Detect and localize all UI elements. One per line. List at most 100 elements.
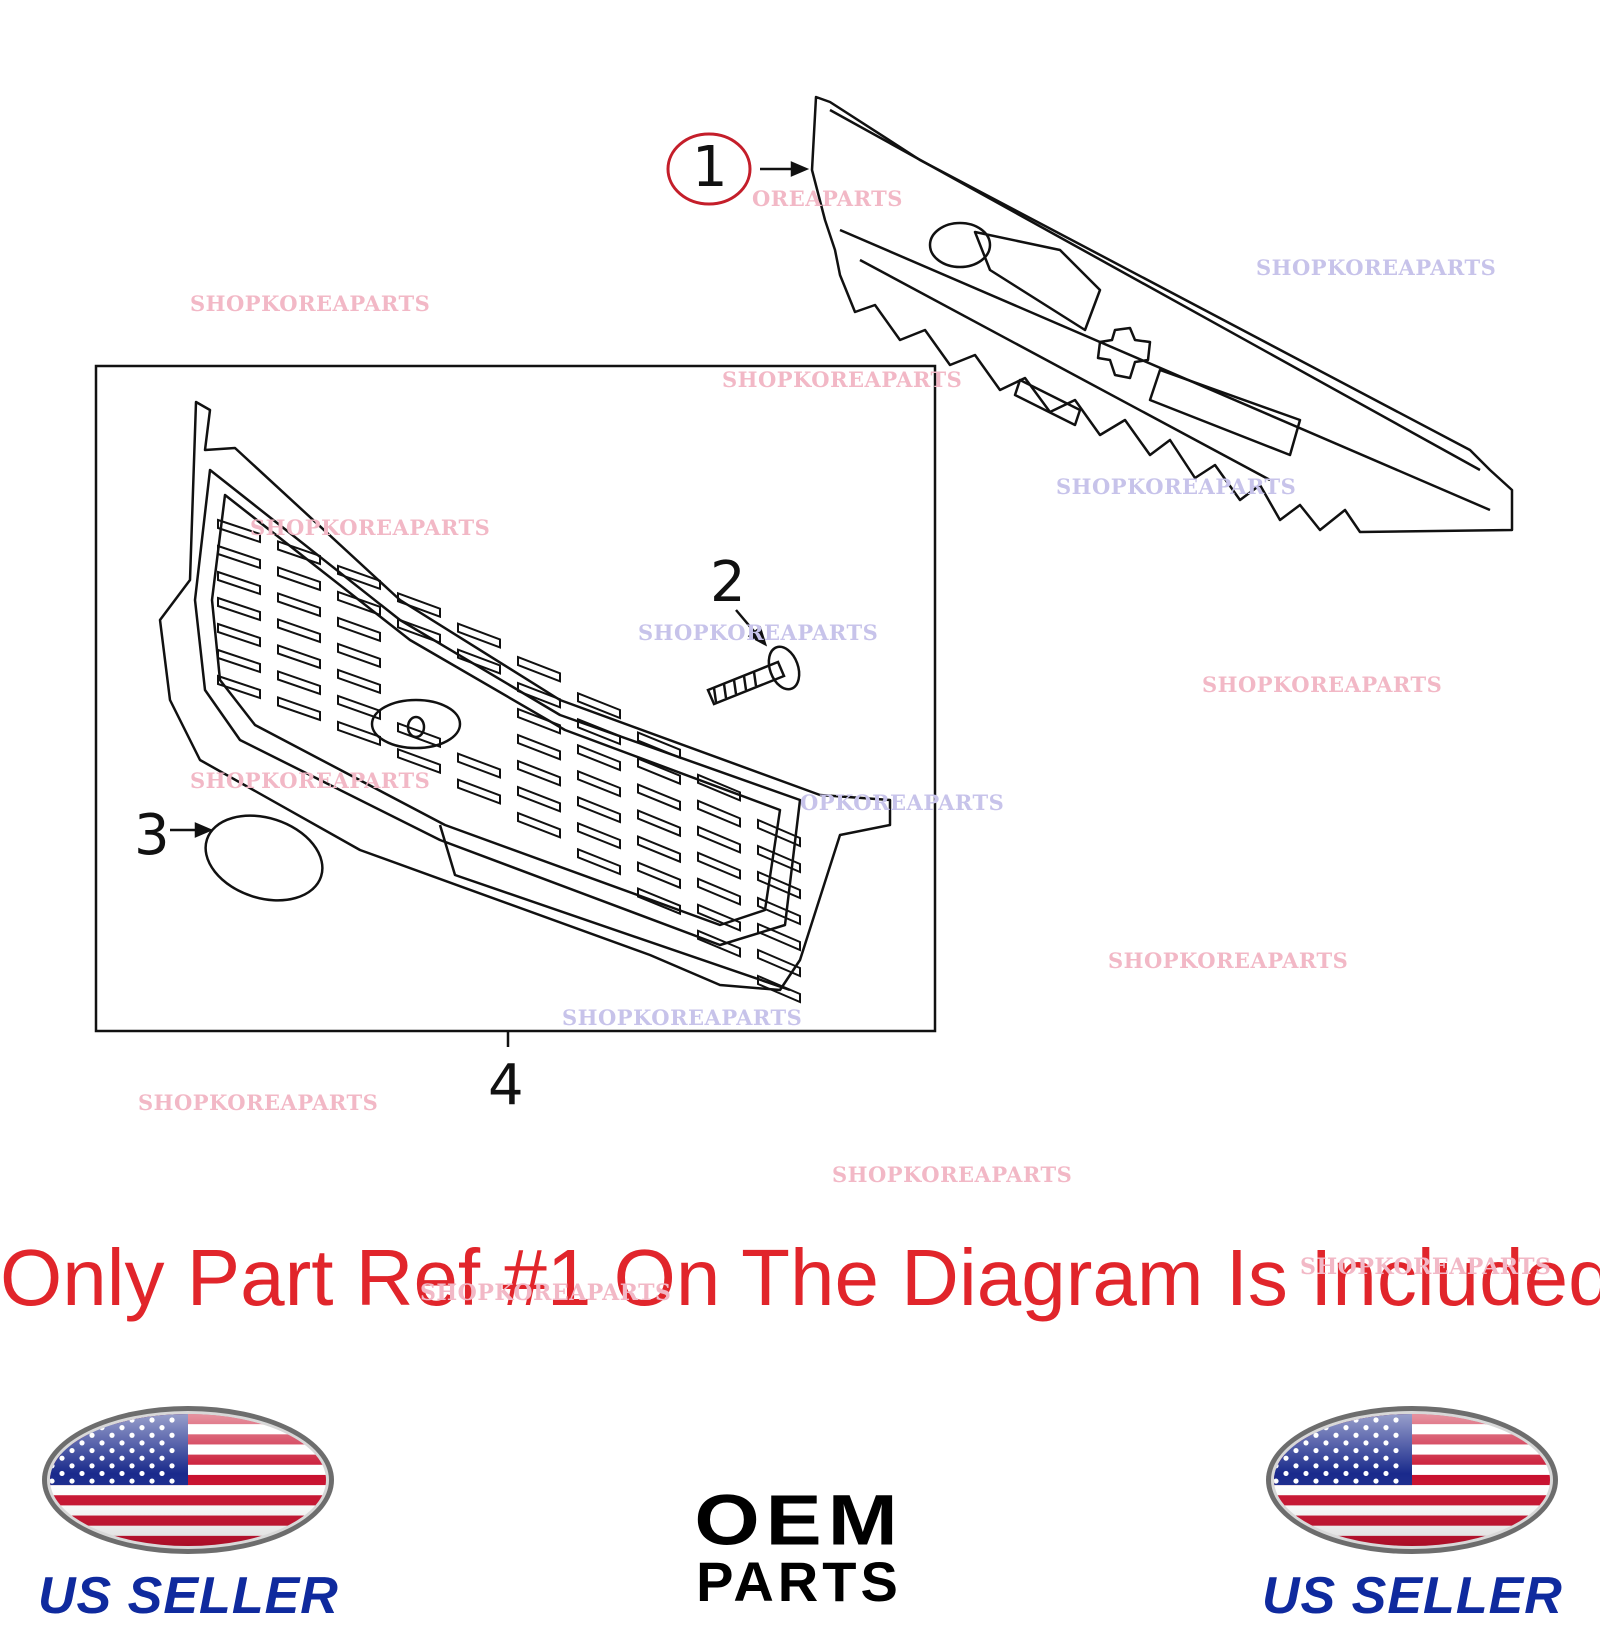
grille-slat xyxy=(337,668,381,695)
grille-slat xyxy=(217,596,261,622)
included-part-notice: Only Part Ref #1 On The Diagram Is Inclu… xyxy=(0,1233,1600,1322)
grille-slat xyxy=(397,617,441,645)
us-seller-label: US SELLER xyxy=(1262,1567,1563,1625)
grille-slat xyxy=(637,783,681,812)
flag-star xyxy=(1274,1417,1279,1423)
grille-slat xyxy=(517,759,561,787)
us-seller-label: US SELLER xyxy=(38,1567,339,1625)
flag-star xyxy=(50,1432,55,1438)
grille-slat xyxy=(697,825,741,854)
parts-logo-text: PARTS xyxy=(696,1550,902,1613)
grille-slat xyxy=(517,811,561,839)
part-1-drawing xyxy=(810,95,1514,534)
grille-slat xyxy=(637,835,681,864)
grille-slat xyxy=(637,757,681,786)
grille-slat xyxy=(637,809,681,838)
grille-slat xyxy=(277,618,321,644)
watermark: OREAPARTS xyxy=(752,186,903,211)
grille-slat xyxy=(517,733,561,761)
watermark: SHOPKOREAPARTS xyxy=(638,620,879,645)
grille-slat xyxy=(217,674,261,700)
grille-slat xyxy=(697,903,741,932)
grille-slat xyxy=(337,590,381,617)
us-flag-emblem xyxy=(1266,1406,1558,1554)
flag-star xyxy=(1293,1417,1299,1423)
grille-slat xyxy=(757,948,801,978)
grille-slat xyxy=(277,696,321,722)
part-ref-2: 2 xyxy=(710,550,746,615)
grille-slat xyxy=(457,778,501,805)
grille-slat xyxy=(757,844,801,874)
grille-slat xyxy=(517,681,561,709)
grille-slat xyxy=(457,622,501,649)
watermark: SHOPKOREAPARTS xyxy=(420,1280,672,1306)
grille-slat xyxy=(517,785,561,813)
us-seller-badge-left: US SELLER xyxy=(38,1392,338,1632)
grille-slat xyxy=(337,642,381,669)
us-seller-badge-right: US SELLER xyxy=(1262,1392,1562,1632)
watermark: SHOPKOREAPARTS xyxy=(190,768,431,793)
part-1-arrow xyxy=(760,161,810,177)
grille-slat xyxy=(397,591,441,619)
grille-slat xyxy=(637,861,681,890)
grille-slat xyxy=(337,694,381,721)
watermark: SHOPKOREAPARTS xyxy=(190,291,431,316)
part-ref-1: 1 xyxy=(692,135,728,200)
watermark: SHOPKOREAPARTS xyxy=(1256,255,1497,280)
grille-slat xyxy=(277,540,321,566)
flag-star xyxy=(69,1417,75,1423)
flag-star xyxy=(59,1425,65,1431)
grille-slat xyxy=(517,707,561,735)
grille-slat xyxy=(337,720,381,747)
watermark: SHOPKOREAPARTS xyxy=(562,1005,803,1030)
grille-slat xyxy=(757,896,801,926)
flag-star xyxy=(89,1417,95,1423)
oem-logo-text: OEM xyxy=(694,1480,904,1560)
part-3-arrow xyxy=(170,822,214,838)
grille-slat xyxy=(217,518,261,544)
watermark: SHOPKOREAPARTS xyxy=(832,1162,1073,1187)
grille-slat xyxy=(217,648,261,674)
flag-star xyxy=(50,1417,55,1423)
watermark: SHOPKOREAPARTS xyxy=(1202,672,1443,697)
grille-slat xyxy=(577,743,621,772)
grille-slat xyxy=(697,799,741,828)
grille-slat xyxy=(697,773,741,802)
grille-slat xyxy=(757,974,801,1004)
flag-star xyxy=(1283,1425,1289,1431)
grille-drawing xyxy=(158,400,892,992)
grille-slat xyxy=(577,717,621,746)
grille-slat xyxy=(337,564,381,591)
grille-slat xyxy=(217,570,261,596)
watermark: SHOPKOREAPARTS xyxy=(138,1090,379,1115)
watermark: OPKOREAPARTS xyxy=(800,790,1005,815)
grille-slat xyxy=(277,670,321,696)
flag-star xyxy=(1313,1417,1319,1423)
grille-slat xyxy=(397,747,441,775)
grille-slat xyxy=(577,795,621,824)
watermark: SHOPKOREAPARTS xyxy=(1108,948,1349,973)
grille-slat xyxy=(397,721,441,749)
part-ref-3: 3 xyxy=(134,803,170,868)
grille-slat xyxy=(757,818,801,848)
grille-slat xyxy=(457,648,501,675)
grille-slats xyxy=(217,518,801,1004)
grille-slat xyxy=(277,566,321,592)
grille-slat xyxy=(757,870,801,900)
watermark: SHOPKOREAPARTS xyxy=(1300,1254,1552,1280)
flag-star xyxy=(1274,1432,1279,1438)
part-ref-4: 4 xyxy=(488,1053,524,1118)
watermark: SHOPKOREAPARTS xyxy=(250,515,491,540)
grille-slat xyxy=(457,752,501,779)
grille-slat xyxy=(217,622,261,648)
part-2-drawing xyxy=(706,645,801,706)
grille-slat xyxy=(637,887,681,916)
part-3-drawing xyxy=(204,814,324,902)
grille-slat xyxy=(577,821,621,850)
grille-slat xyxy=(757,922,801,952)
grille-slat xyxy=(577,847,621,876)
grille-slat xyxy=(277,592,321,618)
grille-slat xyxy=(697,929,741,958)
grille-slat xyxy=(517,655,561,683)
